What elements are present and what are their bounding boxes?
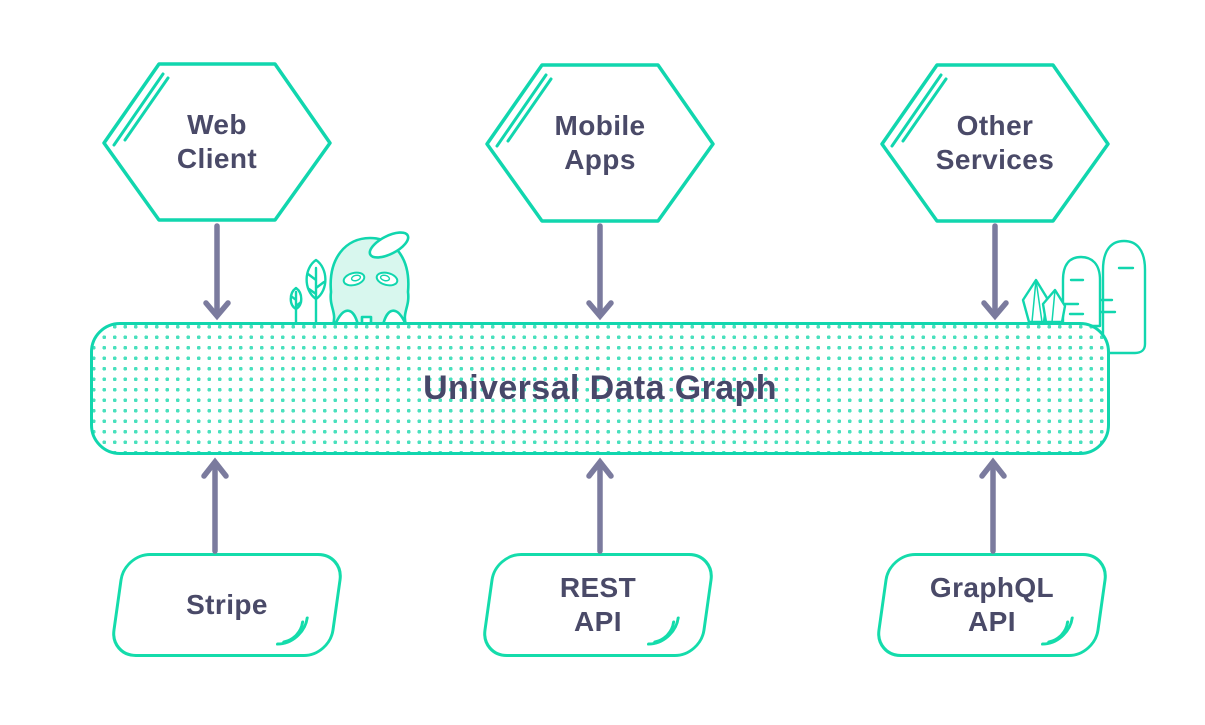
node-label: Other Services: [935, 109, 1055, 175]
hexagon-node-mobile-apps: Mobile Apps: [484, 62, 716, 224]
halo-leaf-icon: [368, 231, 410, 259]
node-label: GraphQL API: [929, 571, 1055, 637]
arrow-rest-api-to-graph: [586, 457, 614, 554]
node-outline: [873, 553, 1111, 657]
node-label: Web Client: [176, 108, 258, 174]
hexagon-outline: [880, 63, 1110, 223]
corner-arc-accent-icon: [647, 616, 680, 646]
cactus-icon: [1061, 255, 1102, 328]
node-label: REST API: [559, 571, 637, 637]
node-graphql-api: GraphQL API: [873, 553, 1111, 657]
arrow-stripe-to-graph: [201, 457, 229, 554]
arrow-web-client-to-graph: [203, 223, 231, 321]
ghost-mascot-icon: [329, 231, 410, 325]
mascot-and-plants-decoration: [289, 231, 410, 325]
universal-data-graph-label: Universal Data Graph: [423, 369, 777, 407]
node-outline: [108, 553, 346, 657]
hexagon-node-web-client: Web Client: [101, 61, 333, 223]
hexagon-outline: [102, 62, 332, 222]
hexagon-node-other-services: Other Services: [879, 62, 1111, 224]
leaf-plant-icon: [289, 258, 327, 324]
corner-arc-accent-icon: [1041, 616, 1074, 646]
crystal-cluster-icon: [1021, 278, 1067, 324]
node-stripe: Stripe: [108, 553, 346, 657]
arrow-mobile-apps-to-graph: [586, 223, 614, 321]
node-outline: [479, 553, 717, 657]
hexagon-outline: [485, 63, 715, 223]
arrow-graphql-api-to-graph: [979, 457, 1007, 554]
arrow-other-services-to-graph: [981, 223, 1009, 321]
tall-cactus-icon: [1094, 239, 1147, 355]
corner-arc-accent-icon: [276, 616, 309, 646]
node-label: Stripe: [186, 588, 268, 620]
node-label: Mobile Apps: [554, 109, 646, 175]
universal-data-graph-node: Universal Data Graph: [90, 322, 1110, 455]
node-rest-api: REST API: [479, 553, 717, 657]
